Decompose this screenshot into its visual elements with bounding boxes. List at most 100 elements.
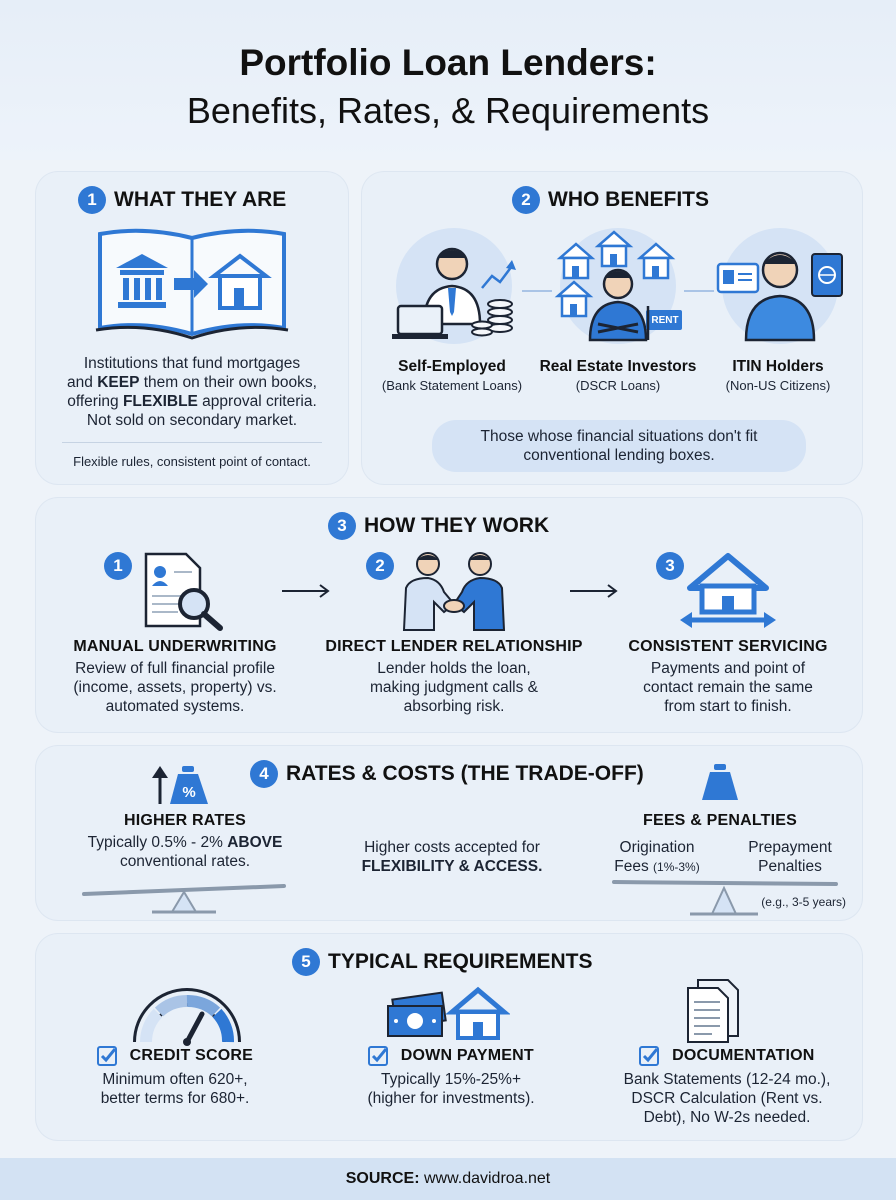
arrow-right-icon	[570, 584, 620, 598]
origination-fees: Origination Fees (1%-3%)	[602, 838, 712, 877]
connector-line	[522, 290, 552, 292]
connector-line	[684, 290, 714, 292]
section-number-badge: 2	[512, 186, 540, 214]
definition-line: Not sold on secondary market.	[86, 412, 298, 429]
benefit-self-employed: Self-Employed (Bank Statement Loans)	[366, 358, 538, 394]
section-heading: 3 HOW THEY WORK	[328, 512, 549, 540]
section-title: WHO BENEFITS	[548, 188, 709, 211]
requirement-description: Bank Statements (12-24 mo.), DSCR Calcul…	[602, 1070, 852, 1127]
section-what-they-are: 1 WHAT THEY ARE Institutions that fund m…	[36, 172, 348, 484]
section-number-badge: 1	[78, 186, 106, 214]
fees-title: FEES & PENALTIES	[642, 812, 798, 829]
step-direct-lender-relationship: DIRECT LENDER RELATIONSHIP Lender holds …	[314, 638, 594, 716]
benefit-label: Self-Employed	[398, 358, 506, 375]
section-title: RATES & COSTS (THE TRADE-OFF)	[286, 762, 644, 785]
section-heading: 5 TYPICAL REQUIREMENTS	[292, 948, 592, 976]
section-title: TYPICAL REQUIREMENTS	[328, 950, 593, 973]
requirement-line: (higher for investments).	[367, 1090, 535, 1107]
divider	[62, 442, 322, 443]
step-title: CONSISTENT SERVICING	[628, 638, 828, 655]
section-who-benefits: 2 WHO BENEFITS	[362, 172, 862, 484]
step-line: from start to finish.	[664, 698, 792, 715]
documents-icon	[684, 978, 740, 1044]
section-heading: 4 RATES & COSTS (THE TRADE-OFF)	[250, 760, 644, 788]
section-heading: 1 WHAT THEY ARE	[78, 186, 286, 214]
step-line: (income, assets, property) vs.	[73, 679, 277, 696]
checkbox-icon	[639, 1046, 660, 1066]
seesaw-right-icon	[610, 876, 840, 916]
requirement-line: DSCR Calculation (Rent vs.	[631, 1090, 823, 1107]
step-description: Payments and point of contact remain the…	[608, 659, 848, 716]
step-title: DIRECT LENDER RELATIONSHIP	[325, 638, 583, 655]
section-number-badge: 5	[292, 948, 320, 976]
requirement-line: better terms for 680+.	[100, 1090, 250, 1107]
definition-note: Flexible rules, consistent point of cont…	[73, 454, 311, 469]
step-title: MANUAL UNDERWRITING	[73, 638, 277, 655]
page-subtitle: Benefits, Rates, & Requirements	[186, 90, 710, 131]
step-consistent-servicing: CONSISTENT SERVICING Payments and point …	[608, 638, 848, 716]
definition-line: and KEEP them on their own books,	[67, 374, 317, 391]
fee-weight-icon	[700, 762, 740, 802]
source-link[interactable]: www.davidroa.net	[419, 1170, 551, 1187]
definition-line: offering FLEXIBLE approval criteria.	[67, 393, 317, 410]
itin-holder-icon	[714, 228, 846, 346]
checkbox-icon	[368, 1046, 389, 1066]
step-line: Lender holds the loan,	[377, 660, 531, 677]
requirement-description: Typically 15%-25%+ (higher for investmen…	[326, 1070, 576, 1108]
step-line: Payments and point of	[650, 660, 806, 677]
percent-sign: %	[182, 784, 196, 801]
step-manual-underwriting: MANUAL UNDERWRITING Review of full finan…	[50, 638, 300, 716]
document-magnifier-icon	[142, 550, 226, 632]
rates-line: Typically 0.5% - 2% ABOVE	[87, 834, 283, 851]
step-number-badge: 2	[366, 552, 394, 580]
summary-line: Those whose financial situations don't f…	[480, 428, 758, 445]
source-footer: SOURCE: www.davidroa.net	[0, 1158, 896, 1200]
fee-line: Origination	[619, 839, 695, 856]
requirement-title: DOCUMENTATION	[602, 1046, 852, 1066]
requirement-title: DOWN PAYMENT	[326, 1046, 576, 1066]
step-number-badge: 1	[104, 552, 132, 580]
requirement-description: Minimum often 620+, better terms for 680…	[50, 1070, 300, 1108]
benefit-sub: (Non-US Citizens)	[725, 378, 831, 393]
requirement-documentation: DOCUMENTATION Bank Statements (12-24 mo.…	[602, 1046, 852, 1127]
benefit-real-estate-investors: Real Estate Investors (DSCR Loans)	[532, 358, 704, 394]
benefit-sub: (DSCR Loans)	[575, 378, 661, 393]
benefit-sub: (Bank Statement Loans)	[381, 378, 523, 393]
book-bank-house-icon	[94, 224, 290, 342]
section-heading: 2 WHO BENEFITS	[512, 186, 709, 214]
tradeoff-line: Higher costs accepted for	[364, 839, 540, 856]
real-estate-investor-icon	[552, 228, 684, 346]
arrow-right-icon	[282, 584, 332, 598]
benefit-label: Real Estate Investors	[539, 358, 697, 375]
fee-line: Fees (1%-3%)	[614, 858, 700, 875]
step-line: Review of full financial profile	[75, 660, 275, 677]
cash-house-icon	[386, 984, 510, 1042]
benefit-itin-holders: ITIN Holders (Non-US Citizens)	[698, 358, 858, 394]
definition-line: Institutions that fund mortgages	[83, 355, 301, 372]
section-rates-costs: 4 RATES & COSTS (THE TRADE-OFF) % HIGHER…	[36, 746, 862, 920]
requirement-down-payment: DOWN PAYMENT Typically 15%-25%+ (higher …	[326, 1046, 576, 1108]
requirement-line: Debt), No W-2s needed.	[643, 1109, 811, 1126]
section-title: WHAT THEY ARE	[114, 188, 287, 211]
higher-rates-block: HIGHER RATES Typically 0.5% - 2% ABOVE c…	[60, 812, 310, 871]
step-description: Lender holds the loan, making judgment c…	[314, 659, 594, 716]
source-label: SOURCE:	[345, 1170, 420, 1187]
definition-text: Institutions that fund mortgages and KEE…	[46, 354, 338, 430]
house-arrows-icon	[678, 550, 778, 630]
prepayment-note: (e.g., 3-5 years)	[761, 895, 846, 909]
rate-weight-up-icon	[152, 764, 212, 806]
requirement-line: Minimum often 620+,	[102, 1071, 248, 1088]
rates-description: Typically 0.5% - 2% ABOVE conventional r…	[60, 833, 310, 871]
tradeoff-line: FLEXIBILITY & ACCESS.	[361, 858, 543, 875]
requirement-title: CREDIT SCORE	[50, 1046, 300, 1066]
requirement-line: Bank Statements (12-24 mo.),	[623, 1071, 831, 1088]
step-line: automated systems.	[105, 698, 245, 715]
header: Portfolio Loan Lenders: Benefits, Rates,…	[0, 0, 896, 160]
step-line: absorbing risk.	[403, 698, 505, 715]
credit-gauge-icon	[132, 984, 242, 1046]
summary-line: conventional lending boxes.	[523, 447, 715, 464]
benefit-summary-pill: Those whose financial situations don't f…	[432, 420, 806, 472]
rent-sign-label: RENT	[651, 315, 679, 326]
step-line: making judgment calls &	[370, 679, 538, 696]
seesaw-left-icon	[82, 882, 286, 914]
